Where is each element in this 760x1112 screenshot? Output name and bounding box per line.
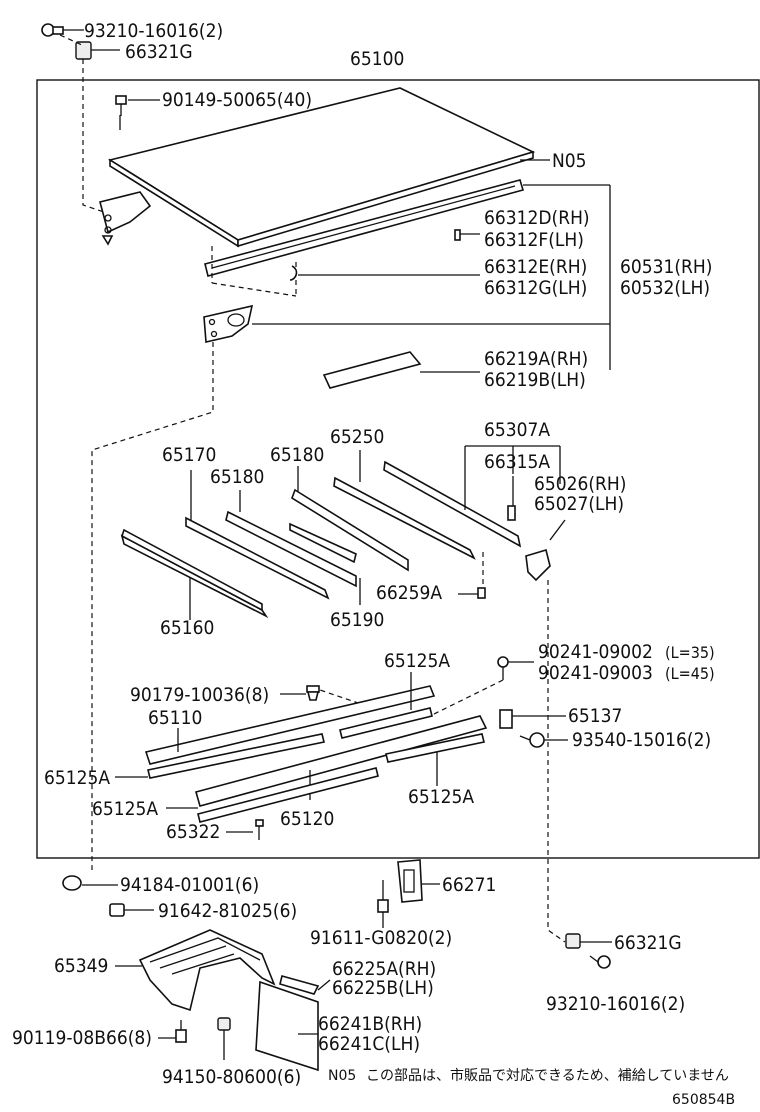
sill-65125a-b <box>339 707 433 739</box>
bolt-icon-bottom <box>589 955 611 969</box>
crossmember-65190 <box>289 522 357 564</box>
hinge-bracket <box>99 191 152 246</box>
clip-icon-top <box>75 41 92 60</box>
label-60532: 60532(LH) <box>620 277 710 299</box>
label-66241c: 66241C(LH) <box>318 1033 420 1055</box>
bolt-icon-90179 <box>306 685 320 701</box>
label-93540: 93540-15016(2) <box>572 729 711 751</box>
label-94150: 94150-80600(6) <box>162 1066 301 1088</box>
label-66219b: 66219B(LH) <box>484 369 586 391</box>
label-66259a: 66259A <box>376 582 442 604</box>
clip-icon-bottom <box>565 933 581 949</box>
label-66321g-bottom: 66321G <box>614 932 682 954</box>
label-65180-b: 65180 <box>210 466 264 488</box>
crossmember-65250 <box>333 476 476 560</box>
bracket-66271 <box>397 859 423 903</box>
label-93210-top: 93210-16016(2) <box>84 20 223 42</box>
label-65307a: 65307A <box>484 419 550 441</box>
label-66312e: 66312E(RH) <box>484 256 587 278</box>
label-65125a-1: 65125A <box>384 650 450 672</box>
side-rail <box>204 179 525 277</box>
nut-icon-94184 <box>62 875 82 891</box>
bolt-icon-93540 <box>519 732 545 748</box>
corner-bracket <box>203 304 254 343</box>
bracket-65137 <box>499 709 513 729</box>
label-66321g-top: 66321G <box>125 41 193 63</box>
crossmember-65170 <box>185 516 330 600</box>
bolt-icon-top <box>41 23 64 37</box>
label-90241-b-length: (L=45) <box>665 664 715 683</box>
label-65250: 65250 <box>330 426 384 448</box>
screw-icon-90149 <box>115 95 127 116</box>
label-90241-b: 90241-09003 <box>538 662 653 684</box>
label-65349: 65349 <box>54 955 108 977</box>
footnote-code: N05 <box>328 1068 356 1084</box>
label-66271: 66271 <box>442 874 496 896</box>
label-n05: N05 <box>552 150 587 172</box>
crossmember-65180b <box>291 488 409 572</box>
label-65120: 65120 <box>280 808 334 830</box>
sill-65125a-c <box>197 767 379 823</box>
label-65137: 65137 <box>568 705 622 727</box>
label-65125a-2: 65125A <box>44 767 110 789</box>
label-90149: 90149-50065(40) <box>162 89 312 111</box>
label-66225b: 66225B(LH) <box>332 977 434 999</box>
label-65125a-4: 65125A <box>92 798 158 820</box>
footnote-text: この部品は、市販品で対応できるため、補給していません <box>366 1067 729 1084</box>
crossmember-65307a <box>383 460 522 548</box>
label-65160: 65160 <box>160 617 214 639</box>
label-93210-bottom: 93210-16016(2) <box>546 993 685 1015</box>
label-60531: 60531(RH) <box>620 256 712 278</box>
screw-icon-65322 <box>255 819 264 840</box>
bolt-icon-91611 <box>377 880 389 913</box>
sill-65120 <box>195 715 488 807</box>
stay-66219 <box>322 351 422 389</box>
assembly-frame <box>36 79 760 859</box>
label-65100: 65100 <box>350 48 404 70</box>
label-66219a: 66219A(RH) <box>484 348 588 370</box>
crossmember-65180a <box>225 510 357 588</box>
label-65026: 65026(RH) <box>534 473 626 495</box>
label-91642: 91642-81025(6) <box>158 900 297 922</box>
nut-icon-94150 <box>217 1017 231 1031</box>
label-65110: 65110 <box>148 707 202 729</box>
label-65170: 65170 <box>162 444 216 466</box>
label-65190: 65190 <box>330 609 384 631</box>
sill-65125a-a <box>147 733 325 779</box>
bracket-65026 <box>525 548 551 582</box>
label-66225a: 66225A(RH) <box>332 958 436 980</box>
label-94184: 94184-01001(6) <box>120 874 259 896</box>
sill-65125a-d <box>385 733 485 763</box>
label-66241b: 66241B(RH) <box>318 1013 422 1035</box>
mud-flap-66241 <box>255 980 319 1072</box>
sill-65110 <box>144 685 436 765</box>
mudguard-65349 <box>138 929 276 1012</box>
label-66315a: 66315A <box>484 451 550 473</box>
label-65027: 65027(LH) <box>534 493 624 515</box>
label-66312g: 66312G(LH) <box>484 277 587 299</box>
label-66312d: 66312D(RH) <box>484 207 590 229</box>
label-65322: 65322 <box>166 821 220 843</box>
screw-icon-90241 <box>497 656 509 680</box>
bolt-icon-91642 <box>109 903 125 917</box>
bed-floor-panel <box>107 87 536 248</box>
stay-66225 <box>279 975 320 995</box>
crossmember-65160 <box>120 528 269 619</box>
figure-id: 650854B <box>672 1092 735 1108</box>
label-91611: 91611-G0820(2) <box>310 927 452 949</box>
label-90179: 90179-10036(8) <box>130 684 269 706</box>
label-90241-a: 90241-09002 <box>538 641 653 663</box>
label-65125a-3: 65125A <box>408 786 474 808</box>
label-90241-a-length: (L=35) <box>665 643 715 662</box>
label-90119: 90119-08B66(8) <box>12 1027 152 1049</box>
label-66312f: 66312F(LH) <box>484 229 584 251</box>
label-65180-a: 65180 <box>270 444 324 466</box>
bolt-icon-90119 <box>175 1020 187 1043</box>
